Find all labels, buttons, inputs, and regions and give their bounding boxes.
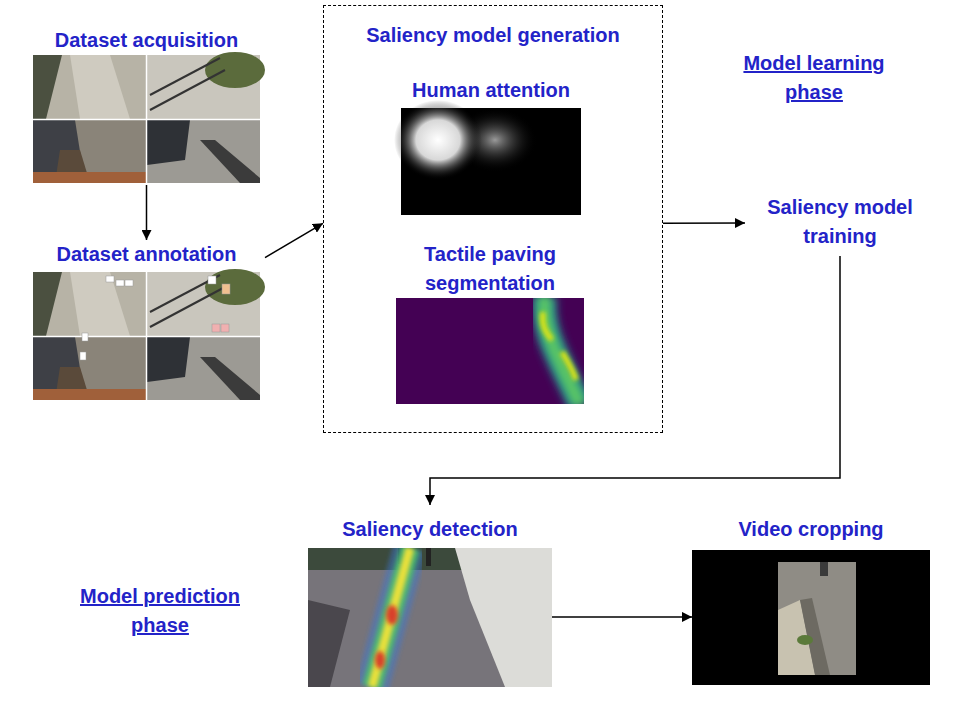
cropped-frame — [692, 550, 930, 685]
node-heading: Human attention — [391, 76, 591, 105]
annotation-box — [106, 276, 114, 282]
node-heading: Dataset acquisition — [28, 26, 265, 55]
node-heading: Dataset annotation — [28, 240, 265, 269]
heat-stripe — [372, 548, 410, 687]
flow-arrow — [552, 616, 692, 618]
phase-label: Model prediction phase — [50, 582, 270, 640]
image-panel: Dataset acquisition — [28, 24, 265, 185]
heat-core — [543, 312, 576, 380]
annotation-box — [221, 324, 229, 332]
attention-map — [394, 100, 581, 215]
process-step: Saliency model training — [745, 190, 935, 256]
wall-shape — [455, 548, 552, 687]
person-shape — [820, 562, 828, 576]
heat-spot — [386, 605, 398, 625]
annotation-box — [82, 333, 88, 341]
grass-shape — [797, 635, 813, 645]
flow-arrow — [663, 222, 745, 224]
attention-blob — [394, 100, 482, 180]
person-shape — [426, 548, 431, 566]
phase-label: Model learning phase — [718, 49, 910, 107]
photo-ground — [308, 548, 552, 687]
saliency-photo — [308, 548, 552, 687]
heat-spot — [375, 651, 385, 669]
heat-core — [372, 548, 410, 687]
node-heading: Saliency model generation — [324, 21, 662, 50]
heat-stripe — [544, 298, 580, 404]
image-panel: Tactile paving segmentation — [386, 240, 594, 404]
flow-arrow — [265, 223, 323, 257]
node-heading: Tactile paving segmentation — [386, 240, 594, 298]
shadow-shape — [308, 600, 350, 687]
annotation-box — [80, 352, 86, 360]
dashed-group: Saliency model generationHuman attention… — [323, 5, 663, 433]
node-heading: Video cropping — [692, 515, 930, 544]
annotation-box — [212, 324, 220, 332]
annotation-box — [222, 284, 230, 294]
annotation-box — [116, 280, 124, 286]
heat-stripe — [544, 298, 580, 404]
frame-ground — [692, 550, 930, 685]
image-panel: Dataset annotation — [28, 240, 265, 400]
crop-photo — [778, 562, 856, 675]
node-heading: Saliency model training — [745, 193, 935, 251]
image-panel: Saliency detection — [308, 505, 552, 687]
acquisition-photo — [33, 52, 265, 183]
image-panel: Video cropping — [692, 505, 930, 687]
node-heading: Saliency detection — [308, 515, 552, 544]
flow-arrow — [146, 185, 148, 240]
annotation-marks — [80, 276, 230, 360]
heat-stripe — [372, 548, 410, 687]
annotation-box — [125, 280, 133, 286]
annotation-photo — [33, 269, 265, 400]
annotation-box — [208, 276, 216, 284]
segmentation-map — [396, 298, 584, 404]
image-panel: Human attention — [391, 76, 591, 215]
